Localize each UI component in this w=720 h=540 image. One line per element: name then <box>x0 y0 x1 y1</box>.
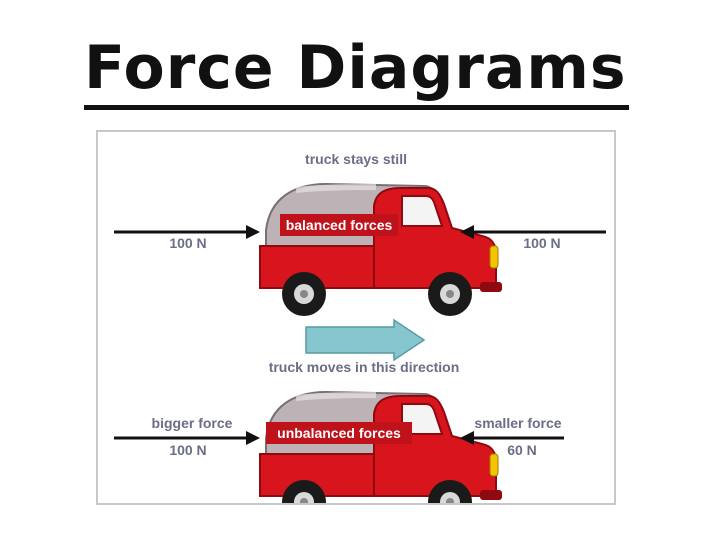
bottom-left-force-arrow <box>114 431 260 445</box>
bottom-right-force-arrow <box>460 431 564 445</box>
force-diagram: truck stays still balanced forces 100 N … <box>114 151 606 503</box>
top-left-force-arrow <box>114 225 260 239</box>
bottom-left-heading: bigger force <box>152 415 233 431</box>
motion-direction-arrow <box>305 318 426 362</box>
force-diagram-panel: truck stays still balanced forces 100 N … <box>96 130 616 505</box>
truck-top <box>260 184 502 316</box>
top-right-force-value: 100 N <box>523 235 560 251</box>
bottom-right-heading: smaller force <box>474 415 561 431</box>
balanced-label-bg <box>280 214 398 236</box>
slide-title: Force Diagrams <box>84 26 629 110</box>
balanced-forces-label: balanced forces <box>286 217 393 233</box>
bottom-right-force-value: 60 N <box>507 442 537 458</box>
top-right-force-arrow <box>460 225 606 239</box>
top-caption: truck stays still <box>305 151 407 167</box>
motion-caption: truck moves in this direction <box>269 359 460 375</box>
bottom-left-force-value: 100 N <box>169 442 206 458</box>
top-left-force-value: 100 N <box>169 235 206 251</box>
unbalanced-label-bg <box>266 422 412 444</box>
unbalanced-forces-label: unbalanced forces <box>277 425 401 441</box>
truck-bottom <box>260 392 502 503</box>
